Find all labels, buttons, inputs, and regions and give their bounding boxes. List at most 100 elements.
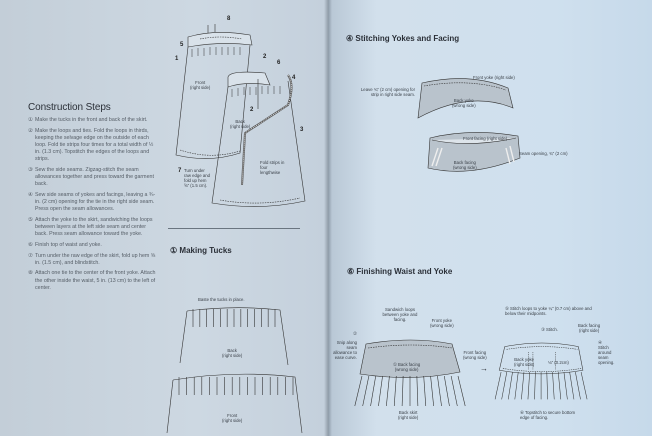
pleat-line bbox=[534, 372, 536, 400]
topstitch-label: ⑥ Topstitch to secure bottom edge of fac… bbox=[520, 410, 576, 420]
pleat-line bbox=[430, 375, 434, 407]
back-yoke-label: Back yoke (wrong side) bbox=[452, 98, 476, 108]
pleat-line bbox=[575, 372, 581, 400]
callout-6: 6 bbox=[277, 60, 281, 66]
yoke-facing-diagram bbox=[417, 78, 521, 172]
pleat-line bbox=[501, 372, 508, 400]
skirt-overview-diagram bbox=[175, 24, 306, 207]
callout-5: 5 bbox=[180, 42, 184, 48]
step-text: Sew the side seams. Zigzag-stitch the se… bbox=[35, 167, 154, 188]
pleat-line bbox=[378, 375, 383, 407]
step-text: Finish top of waist and yoke. bbox=[35, 242, 102, 248]
stitch-label: ③ Stitch. bbox=[541, 327, 558, 332]
step-number: ② bbox=[28, 127, 33, 134]
section-divider bbox=[168, 228, 300, 229]
making-tucks-title: Making Tucks bbox=[179, 246, 232, 255]
pleat-line bbox=[450, 375, 458, 407]
construction-steps-title: Construction Steps bbox=[28, 102, 111, 113]
pleat-line bbox=[457, 375, 466, 407]
step-text: Make the tucks in the front and back of … bbox=[35, 117, 148, 123]
pleat-line bbox=[507, 372, 513, 400]
back-facing-label: Back facing (wrong side) bbox=[453, 160, 477, 170]
pleat-line bbox=[580, 372, 588, 400]
pleat-line bbox=[370, 375, 377, 407]
callout-3: 3 bbox=[300, 127, 304, 133]
stitching-title: Stitching Yokes and Facing bbox=[355, 34, 460, 43]
sandwich-loops-label: Sandwich loops between yoke and facing. bbox=[382, 307, 418, 322]
step-number: ④ bbox=[346, 34, 354, 43]
step-number: ⑦ bbox=[28, 252, 33, 259]
making-tucks-heading: ① Making Tucks bbox=[170, 246, 232, 255]
pleat-line bbox=[514, 372, 519, 400]
stitch-around-label: ④ Stitch around seam opening. bbox=[598, 340, 615, 365]
callout-1: 1 bbox=[175, 56, 179, 62]
callout-8: 8 bbox=[227, 16, 231, 22]
back-facing-wrong-label: ① Back facing (wrong side) bbox=[393, 362, 421, 372]
callout-7: 7 bbox=[178, 168, 182, 174]
pleat-line bbox=[437, 375, 442, 407]
snip-label: Snip along seam allowance to ease curve. bbox=[333, 340, 357, 360]
pleat-line bbox=[401, 375, 404, 407]
step-number: ④ bbox=[28, 192, 33, 198]
step-text: Make the loops and ties. Fold the loops … bbox=[35, 127, 154, 163]
back-skirt-label: Back skirt (right side) bbox=[398, 410, 419, 420]
callout-2b: 2 bbox=[250, 107, 254, 113]
baste-note: Baste the tucks in place. bbox=[198, 297, 245, 302]
pleat-line bbox=[494, 372, 502, 400]
tucks-front-label: Front (right side) bbox=[222, 413, 243, 423]
pleat-line bbox=[443, 375, 450, 407]
step-number: ① bbox=[170, 246, 178, 255]
step-text: Sew side seams of yokes and facings, lea… bbox=[35, 192, 156, 213]
step-text: Turn under the raw edge of the skirt, fo… bbox=[35, 252, 156, 266]
pleat-line bbox=[563, 372, 568, 400]
back-yoke-right-label: Back yoke (right side) bbox=[514, 357, 535, 367]
callout-2: 2 bbox=[263, 54, 267, 60]
step-number: ① bbox=[28, 117, 33, 123]
leave-opening-note: Leave ¾" (2 cm) opening for strip in rig… bbox=[360, 87, 415, 97]
front-yoke-wrong-label: Front yoke (wrong side) bbox=[430, 318, 454, 328]
tucks-back-label: Back (right side) bbox=[222, 348, 243, 358]
tucks-diagram bbox=[166, 307, 303, 434]
callout-4: 4 bbox=[292, 75, 296, 81]
pleat-line bbox=[354, 375, 363, 407]
step-number: ⑥ bbox=[347, 267, 355, 276]
arrow-icon: → bbox=[480, 364, 488, 373]
step2-callout: ② bbox=[353, 331, 357, 336]
pleat-line bbox=[386, 375, 390, 407]
step-number: ⑤ bbox=[28, 217, 33, 223]
pleat-line bbox=[546, 372, 548, 400]
pleat-line bbox=[521, 372, 525, 400]
pleat-line bbox=[557, 372, 562, 400]
step-number: ⑧ bbox=[28, 270, 33, 277]
stitching-heading: ④ Stitching Yokes and Facing bbox=[346, 34, 459, 43]
stitch-loops-label: ⑤ Stitch loops to yoke ¼" (0.7 cm) above… bbox=[505, 306, 592, 316]
measure-label: ⅛" (0.2cm) bbox=[548, 360, 569, 365]
front-facing-label: Front facing (right side) bbox=[463, 136, 508, 141]
pleat-line bbox=[362, 375, 370, 407]
pleat-line bbox=[552, 372, 555, 400]
pleat-line bbox=[416, 375, 419, 407]
front-yoke-label: Front yoke (right side) bbox=[473, 75, 515, 80]
back-facing-right-label: Back facing (right side) bbox=[578, 323, 601, 333]
book-gutter bbox=[324, 0, 332, 436]
pleat-line bbox=[393, 375, 397, 407]
step-number: ⑥ bbox=[28, 242, 33, 248]
front-label: Front (right side) bbox=[190, 80, 211, 90]
finishing-title: Finishing Waist and Yoke bbox=[356, 267, 453, 276]
left-page bbox=[0, 0, 328, 436]
step-number: ③ bbox=[28, 167, 33, 173]
seam-opening-label: Seam opening, ¾" (2 cm) bbox=[519, 151, 568, 156]
pleat-line bbox=[569, 372, 575, 400]
finishing-left-diagram bbox=[354, 339, 466, 407]
back-label: Back (right side) bbox=[230, 119, 251, 129]
pleat-line bbox=[423, 375, 427, 407]
step-text: Attach one tie to the center of the fron… bbox=[35, 270, 156, 291]
step-text: Attach the yoke to the skirt, sandwichin… bbox=[35, 217, 153, 238]
